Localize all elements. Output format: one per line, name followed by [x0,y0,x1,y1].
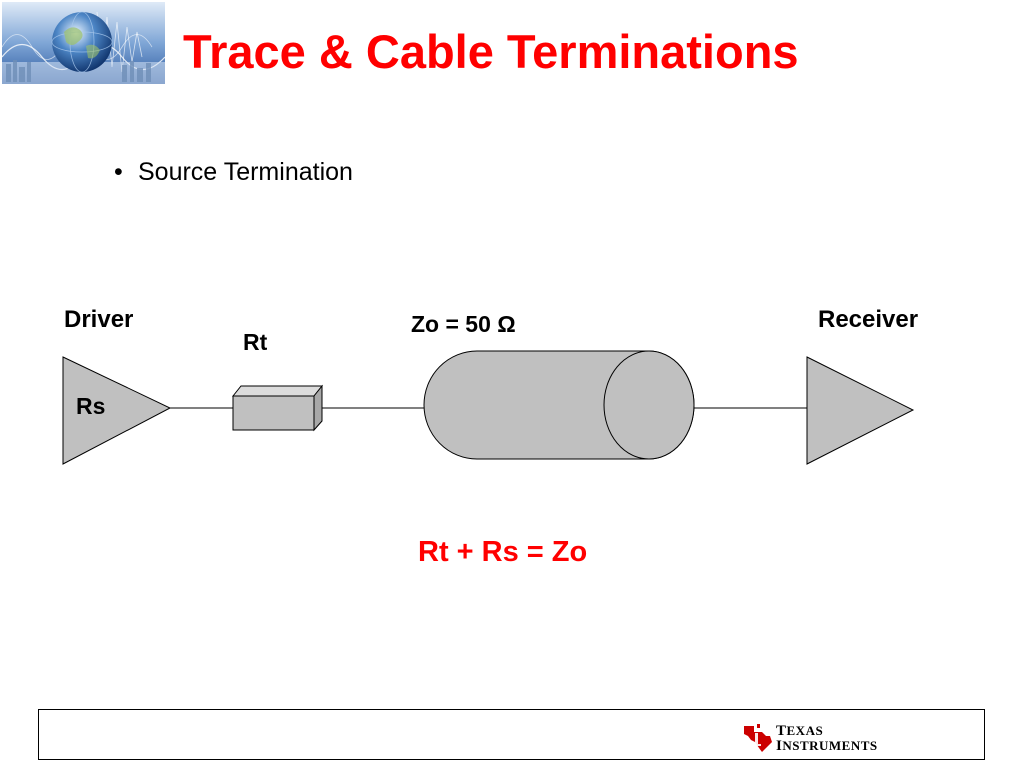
receiver-label: Receiver [818,306,919,333]
rt-resistor [231,384,324,432]
source-termination-diagram: Driver Rs Rt Zo = 50 Ω Receiver [0,290,1024,490]
cable-impedance-label: Zo = 50 Ω [411,311,516,337]
bullet-text: Source Termination [138,158,353,186]
rt-label: Rt [243,329,268,355]
bullet-item: • Source Termination [114,158,353,187]
termination-equation: Rt + Rs = Zo [418,536,588,568]
bullet-marker: • [114,158,123,186]
texas-state-icon [744,724,772,752]
texas-instruments-logo [742,720,872,754]
ti-wordmark: TEXAS INSTRUMENTS [776,723,878,754]
rs-label: Rs [76,393,106,419]
receiver-triangle [806,356,915,465]
footer-bar [38,709,985,760]
driver-triangle [62,356,172,465]
slide-title: Trace & Cable Terminations [183,25,799,78]
driver-label: Driver [64,306,134,333]
coax-cable-cylinder [423,350,695,460]
globe-banner-logo [2,2,165,84]
